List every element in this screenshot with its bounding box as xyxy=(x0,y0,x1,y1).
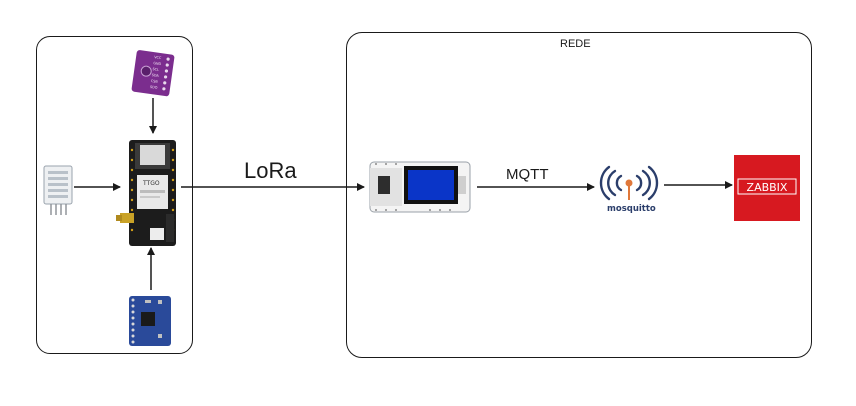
sensor-node-group xyxy=(36,36,193,354)
zabbix-logo-icon: ZABBIX xyxy=(734,155,800,221)
bme-pin-label: SCL xyxy=(152,67,159,72)
dht-sensor-icon xyxy=(43,165,73,215)
mqtt-link-label: MQTT xyxy=(506,166,549,183)
lora-link-label: LoRa xyxy=(244,158,297,183)
bme-pin-label: SDA xyxy=(151,73,159,78)
bme-pin-label: SDO xyxy=(150,85,158,90)
network-label: REDE xyxy=(560,38,591,50)
mosquitto-broker-icon: mosquitto xyxy=(599,165,659,214)
imu-sensor-icon xyxy=(129,296,171,346)
board-brand-text: TTGO xyxy=(142,180,160,187)
lora-gateway-board-icon xyxy=(369,161,471,213)
bme-pin-label: CSB xyxy=(151,79,159,84)
network-group xyxy=(346,32,812,358)
bme-pin-label: VCC xyxy=(154,55,162,60)
monitor-name-text: ZABBIX xyxy=(747,181,788,194)
broker-name-text: mosquitto xyxy=(607,204,656,214)
bme-sensor-icon: VCC GND SCL SDA CSB SDO xyxy=(131,50,175,97)
bme-pin-label: GND xyxy=(153,61,162,66)
ttgo-lora-board-icon: TTGO xyxy=(116,140,176,246)
